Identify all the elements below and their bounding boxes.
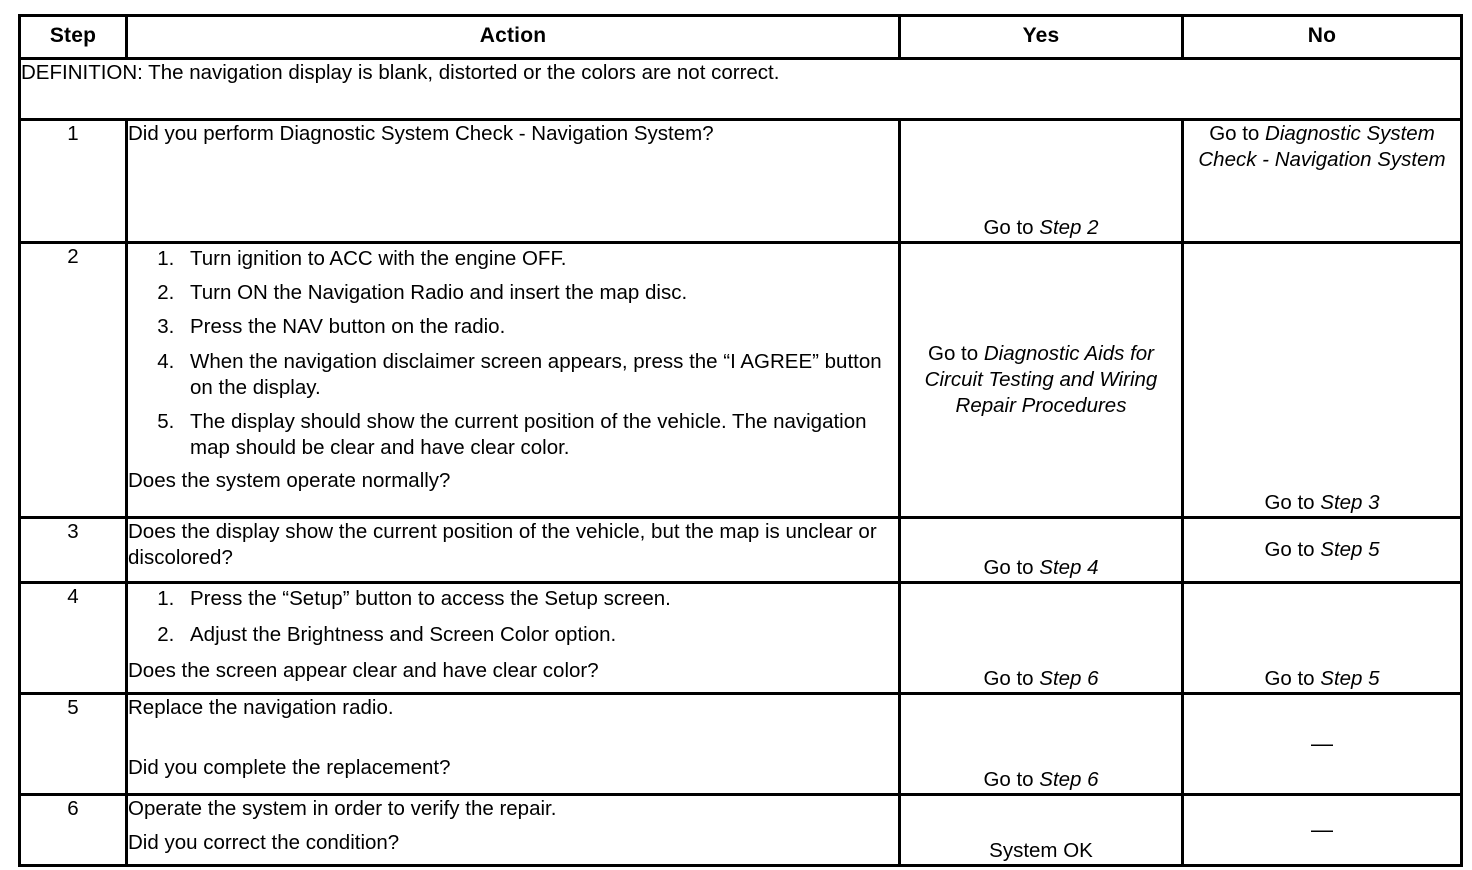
no-cell: Go to Diagnostic System Check - Navigati… xyxy=(1181,117,1463,244)
yes-reference: Step 2 xyxy=(1039,215,1099,239)
yes-answer: Go to Step 6 xyxy=(901,767,1181,793)
no-reference: Step 5 xyxy=(1320,537,1380,561)
action-question: Did you correct the condition? xyxy=(128,831,400,855)
yes-answer: System OK xyxy=(989,838,1093,862)
no-reference: Diagnostic System Check - Navigation Sys… xyxy=(1198,121,1446,172)
yes-prefix: Go to xyxy=(928,341,984,365)
list-item: Turn ignition to ACC with the engine OFF… xyxy=(180,246,898,272)
action-step-list: Press the “Setup” button to access the S… xyxy=(128,586,898,648)
action-text: Operate the system in order to verify th… xyxy=(128,796,557,820)
yes-cell: Go to Diagnostic Aids for Circuit Testin… xyxy=(898,240,1184,519)
step-number: 4 xyxy=(18,580,128,695)
action-step-list: Turn ignition to ACC with the engine OFF… xyxy=(128,246,898,462)
step-number: 3 xyxy=(18,515,128,584)
action-cell: Does the display show the current positi… xyxy=(125,515,901,584)
action-cell: Did you perform Diagnostic System Check … xyxy=(125,117,901,244)
action-question: Does the system operate normally? xyxy=(128,468,451,492)
yes-answer: Go to Step 2 xyxy=(901,215,1181,241)
step-number: 5 xyxy=(18,691,128,796)
no-prefix: Go to xyxy=(1209,121,1266,145)
no-answer: Go to Step 5 xyxy=(1184,537,1460,563)
no-answer: Go to Step 5 xyxy=(1184,666,1460,692)
step-number: 2 xyxy=(18,240,128,519)
no-cell: — xyxy=(1181,792,1463,867)
action-question: Did you complete the replacement? xyxy=(128,756,451,780)
action-question: Does the screen appear clear and have cl… xyxy=(128,659,599,683)
table-header-row: Step Action Yes No xyxy=(18,14,1463,60)
table-row: 3 Does the display show the current posi… xyxy=(18,515,1463,584)
action-cell: Press the “Setup” button to access the S… xyxy=(125,580,901,695)
no-prefix: Go to xyxy=(1264,666,1321,690)
no-prefix: Go to xyxy=(1264,537,1321,561)
table-row: 6 Operate the system in order to verify … xyxy=(18,792,1463,867)
action-cell: Operate the system in order to verify th… xyxy=(125,792,901,867)
yes-reference: Step 6 xyxy=(1039,666,1099,690)
yes-prefix: Go to xyxy=(983,767,1040,791)
yes-answer: Go to Step 4 xyxy=(901,555,1181,581)
list-item: Turn ON the Navigation Radio and insert … xyxy=(180,280,898,306)
list-item: Adjust the Brightness and Screen Color o… xyxy=(180,622,898,648)
column-header-no: No xyxy=(1181,14,1463,60)
step-number: 6 xyxy=(18,792,128,867)
yes-cell: Go to Step 4 xyxy=(898,515,1184,584)
no-cell: Go to Step 5 xyxy=(1181,515,1463,584)
no-reference: Step 5 xyxy=(1320,666,1380,690)
action-text: Does the display show the current positi… xyxy=(128,519,877,570)
column-header-yes: Yes xyxy=(898,14,1184,60)
table-row: 1 Did you perform Diagnostic System Chec… xyxy=(18,117,1463,244)
table-row: 2 Turn ignition to ACC with the engine O… xyxy=(18,240,1463,519)
yes-cell: Go to Step 6 xyxy=(898,691,1184,796)
no-cell: — xyxy=(1181,691,1463,796)
definition-row: DEFINITION: The navigation display is bl… xyxy=(18,56,1463,121)
action-text: Replace the navigation radio. xyxy=(128,695,394,719)
action-cell: Replace the navigation radio. Did you co… xyxy=(125,691,901,796)
yes-prefix: Go to xyxy=(983,215,1040,239)
yes-reference: Step 4 xyxy=(1039,555,1099,579)
list-item: When the navigation disclaimer screen ap… xyxy=(180,349,898,401)
yes-prefix: Go to xyxy=(983,666,1040,690)
column-header-step: Step xyxy=(18,14,128,60)
no-answer: Go to Diagnostic System Check - Navigati… xyxy=(1184,121,1460,173)
step-number: 1 xyxy=(18,117,128,244)
yes-reference: Diagnostic Aids for Circuit Testing and … xyxy=(924,341,1158,417)
yes-answer: Go to Step 6 xyxy=(901,666,1181,692)
action-cell: Turn ignition to ACC with the engine OFF… xyxy=(125,240,901,519)
list-item: The display should show the current posi… xyxy=(180,409,898,461)
no-cell: Go to Step 5 xyxy=(1181,580,1463,695)
yes-prefix: Go to xyxy=(983,555,1040,579)
action-text: Did you perform Diagnostic System Check … xyxy=(128,121,714,145)
no-prefix: Go to xyxy=(1264,490,1321,514)
yes-reference: Step 6 xyxy=(1039,767,1099,791)
column-header-action: Action xyxy=(125,14,901,60)
table-row: 4 Press the “Setup” button to access the… xyxy=(18,580,1463,695)
definition-text: DEFINITION: The navigation display is bl… xyxy=(18,56,1463,121)
diagnostic-table: Step Action Yes No DEFINITION: The navig… xyxy=(18,14,1463,867)
yes-cell: Go to Step 2 xyxy=(898,117,1184,244)
no-cell: Go to Step 3 xyxy=(1181,240,1463,519)
yes-cell: System OK xyxy=(898,792,1184,867)
yes-answer: Go to Diagnostic Aids for Circuit Testin… xyxy=(901,341,1181,420)
no-answer-dash: — xyxy=(1311,816,1333,842)
no-answer: Go to Step 3 xyxy=(1184,490,1460,516)
yes-cell: Go to Step 6 xyxy=(898,580,1184,695)
list-item: Press the “Setup” button to access the S… xyxy=(180,586,898,612)
list-item: Press the NAV button on the radio. xyxy=(180,314,898,340)
table-row: 5 Replace the navigation radio. Did you … xyxy=(18,691,1463,796)
no-answer-dash: — xyxy=(1311,730,1333,756)
no-reference: Step 3 xyxy=(1320,490,1380,514)
